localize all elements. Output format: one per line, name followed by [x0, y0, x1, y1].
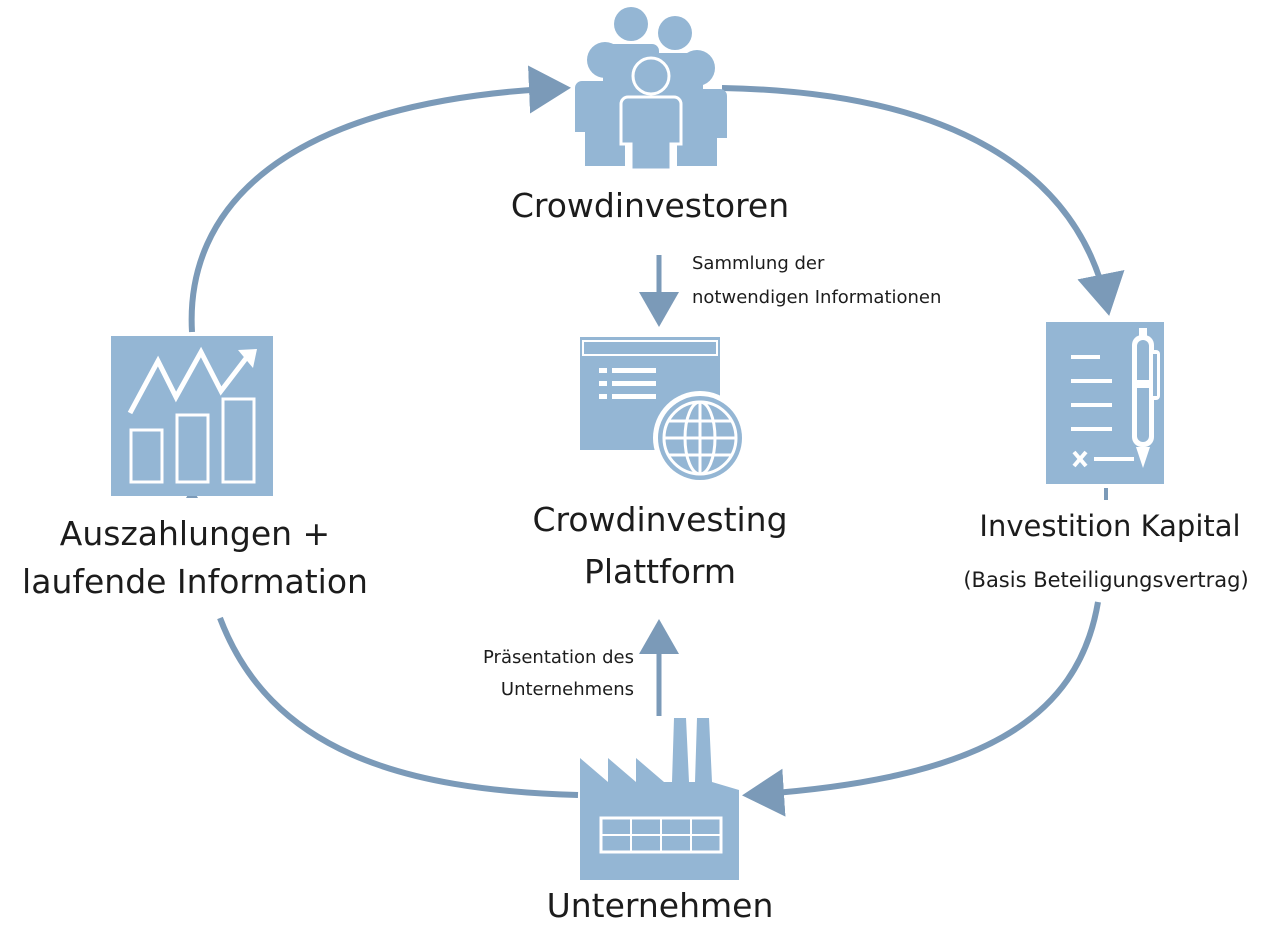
annotation-sammlung-line2: notwendigen Informationen	[692, 287, 942, 308]
label-investition-line2: (Basis Beteiligungsvertrag)	[963, 568, 1249, 592]
label-crowdinvestoren: Crowdinvestoren	[510, 186, 790, 225]
arrow-investition-to-unternehmen	[742, 601, 1101, 817]
label-plattform-line2: Plattform	[583, 552, 737, 591]
label-auszahlungen-line1: Auszahlungen +	[59, 514, 331, 553]
web-platform-icon	[580, 337, 747, 485]
growth-chart-icon	[111, 336, 273, 496]
arrow-crowdinvestoren-to-investition	[721, 85, 1125, 316]
label-unternehmen: Unternehmen	[546, 886, 774, 925]
arrow-unternehmen-to-auszahlungen	[217, 616, 579, 798]
annotation-praesentation-line2: Unternehmens	[500, 679, 634, 700]
label-plattform-line1: Crowdinvesting	[532, 500, 788, 539]
people-group-icon	[575, 7, 727, 172]
annotation-sammlung-line1: Sammlung der	[692, 253, 825, 274]
label-investition-line1: Investition Kapital	[979, 509, 1241, 543]
annotation-praesentation-line1: Präsentation des	[483, 647, 634, 668]
contract-pen-icon	[1046, 322, 1164, 484]
factory-icon	[580, 718, 739, 880]
label-auszahlungen-line2: laufende Information	[22, 562, 368, 601]
arrow-auszahlungen-to-crowdinvestoren	[188, 65, 571, 333]
